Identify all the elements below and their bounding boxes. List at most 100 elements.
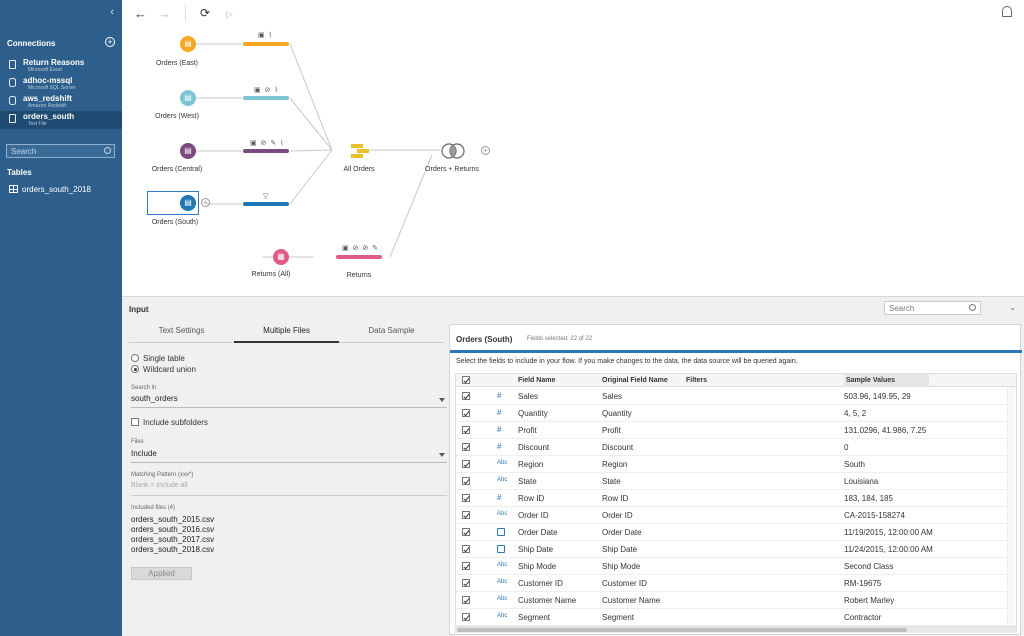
calendar-icon[interactable] <box>497 528 505 536</box>
matching-pattern-input[interactable]: Blank = include all <box>131 482 447 496</box>
field-checkbox[interactable] <box>462 477 470 485</box>
field-name[interactable]: Order Date <box>518 528 558 537</box>
string-type-icon[interactable]: Abc <box>497 511 508 517</box>
clean-step-west[interactable] <box>243 96 289 100</box>
number-type-icon[interactable]: # <box>497 408 502 417</box>
header-filters[interactable]: Filters <box>686 377 708 384</box>
field-name[interactable]: State <box>518 477 537 486</box>
field-name[interactable]: Discount <box>518 443 550 452</box>
files-dropdown[interactable]: Include <box>131 449 447 463</box>
field-checkbox[interactable] <box>462 511 470 519</box>
search-in-dropdown[interactable]: south_orders <box>131 394 447 408</box>
run-flow-icon[interactable]: ▷ <box>226 9 233 19</box>
connection-aws-redshift[interactable]: aws_redshift Amazon Redshift <box>0 93 122 111</box>
horizontal-scrollbar[interactable] <box>455 627 1017 633</box>
node-orders-east[interactable]: ▤ <box>180 36 196 52</box>
select-all-checkbox[interactable] <box>462 376 470 384</box>
field-checkbox[interactable] <box>462 460 470 468</box>
flow-canvas[interactable]: ← → ⟳ ▷ ▤ Orders (East) ▣ ⌇ ▤ Orders (We… <box>122 0 1024 296</box>
field-name[interactable]: Ship Date <box>518 545 554 554</box>
field-checkbox[interactable] <box>462 494 470 502</box>
field-checkbox[interactable] <box>462 409 470 417</box>
radio-button[interactable] <box>131 365 139 373</box>
field-checkbox[interactable] <box>462 562 470 570</box>
add-step-icon[interactable]: + <box>201 198 210 207</box>
field-name[interactable]: Sales <box>518 392 539 401</box>
header-field-name[interactable]: Field Name <box>518 377 556 384</box>
vertical-scrollbar[interactable] <box>1007 387 1015 626</box>
field-name[interactable]: Segment <box>518 613 551 622</box>
add-connection-icon[interactable]: + <box>105 37 115 47</box>
field-name[interactable]: Quantity <box>518 409 548 418</box>
tab-text-settings[interactable]: Text Settings <box>158 326 205 335</box>
clean-step-east[interactable] <box>243 42 289 46</box>
include-subfolders-checkbox[interactable]: Include subfolders <box>131 418 208 427</box>
connection-adhoc-mssql[interactable]: adhoc-mssql Microsoft SQL Server <box>0 75 122 93</box>
union-icon[interactable] <box>349 143 371 159</box>
connection-orders-south[interactable]: orders_south Text File <box>0 111 122 129</box>
node-orders-central[interactable]: ▤ <box>180 143 196 159</box>
number-type-icon[interactable]: # <box>497 391 502 400</box>
string-type-icon[interactable]: Abc <box>497 596 508 602</box>
refresh-icon[interactable]: ⟳ <box>200 6 211 20</box>
field-name[interactable]: Customer ID <box>518 579 563 588</box>
tab-data-sample[interactable]: Data Sample <box>368 326 415 335</box>
header-original-field-name[interactable]: Original Field Name <box>602 377 668 384</box>
field-checkbox[interactable] <box>462 443 470 451</box>
radio-single-table[interactable]: Single table <box>131 354 185 363</box>
field-name[interactable]: Profit <box>518 426 537 435</box>
clean-step-returns[interactable] <box>336 255 382 259</box>
tab-multiple-files[interactable]: Multiple Files <box>234 326 339 343</box>
field-name[interactable]: Customer Name <box>518 596 577 605</box>
bell-icon[interactable] <box>1002 6 1012 17</box>
calendar-icon[interactable] <box>497 545 505 553</box>
string-type-icon[interactable]: Abc <box>497 460 508 466</box>
number-type-icon[interactable]: # <box>497 425 502 434</box>
field-name[interactable]: Ship Mode <box>518 562 557 571</box>
node-orders-south[interactable]: ▤ <box>180 195 196 211</box>
sidebar-search-input[interactable]: Search <box>6 144 115 158</box>
field-name[interactable]: Region <box>518 460 544 469</box>
number-type-icon[interactable]: # <box>497 493 502 502</box>
table-item-orders-south-2018[interactable]: orders_south_2018 <box>9 185 91 194</box>
chevron-left-icon[interactable]: ‹ <box>110 6 114 18</box>
scrollbar-thumb[interactable] <box>457 628 907 632</box>
back-arrow-icon[interactable]: ← <box>134 6 147 21</box>
string-type-icon[interactable]: Abc <box>497 477 508 483</box>
string-type-icon[interactable]: Abc <box>497 579 508 585</box>
field-checkbox[interactable] <box>462 545 470 553</box>
field-checkbox[interactable] <box>462 528 470 536</box>
field-checkbox[interactable] <box>462 596 470 604</box>
clean-step-south[interactable] <box>243 202 289 206</box>
checkbox[interactable] <box>131 418 139 426</box>
header-sample-values[interactable]: Sample Values <box>846 377 896 384</box>
connection-return-reasons[interactable]: Return Reasons Microsoft Excel <box>0 57 122 75</box>
field-checkbox[interactable] <box>462 613 470 621</box>
panel-search-input[interactable]: Search <box>884 301 981 315</box>
node-returns-all[interactable]: ▦ <box>273 249 289 265</box>
chevron-down-icon[interactable]: ⌄ <box>1009 303 1016 312</box>
field-checkbox[interactable] <box>462 426 470 434</box>
string-type-icon[interactable]: Abc <box>497 562 508 568</box>
applied-button[interactable]: Applied <box>131 567 192 580</box>
add-step-icon[interactable]: + <box>481 146 490 155</box>
radio-wildcard-union[interactable]: Wildcard union <box>131 365 196 374</box>
forward-arrow-icon[interactable]: → <box>158 6 171 21</box>
clean-step-central[interactable] <box>243 149 289 153</box>
field-name[interactable]: Order ID <box>518 511 549 520</box>
string-type-icon[interactable]: Abc <box>497 613 508 619</box>
